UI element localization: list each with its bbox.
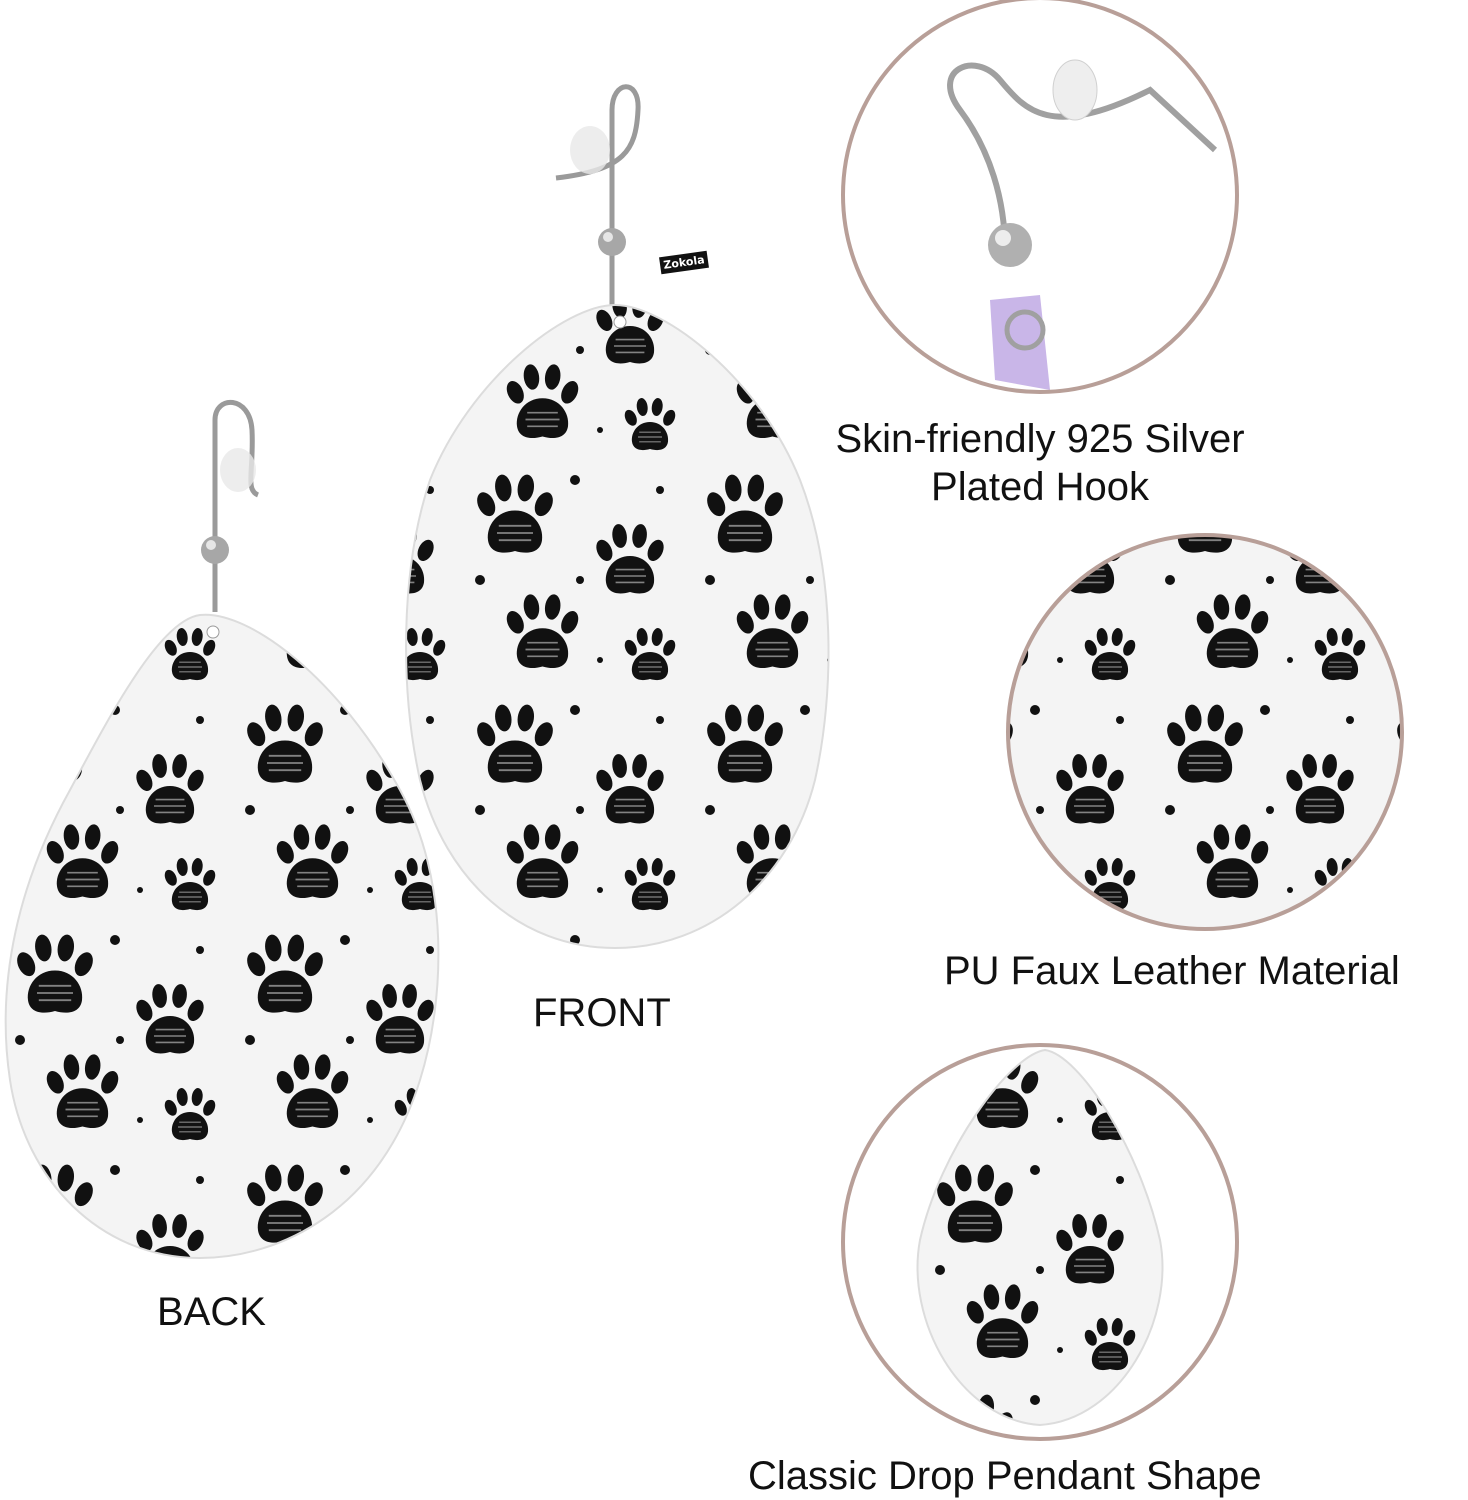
front-earring-hook [555,84,641,318]
hook-detail-circle [841,0,1239,394]
shape-caption: Classic Drop Pendant Shape [748,1454,1262,1498]
material-caption: PU Faux Leather Material [944,949,1400,993]
back-earring-hook [212,400,260,612]
front-earring [405,84,830,950]
back-earring-leather [4,613,440,1260]
shape-detail-circle [841,1043,1239,1441]
back-earring [4,400,440,1260]
hook-caption: Skin-friendly 925 Silver Plated Hook [835,417,1245,509]
back-label: BACK [157,1290,266,1334]
front-label: FRONT [533,991,671,1035]
material-detail-circle [1006,533,1404,931]
front-earring-leather [405,303,830,950]
